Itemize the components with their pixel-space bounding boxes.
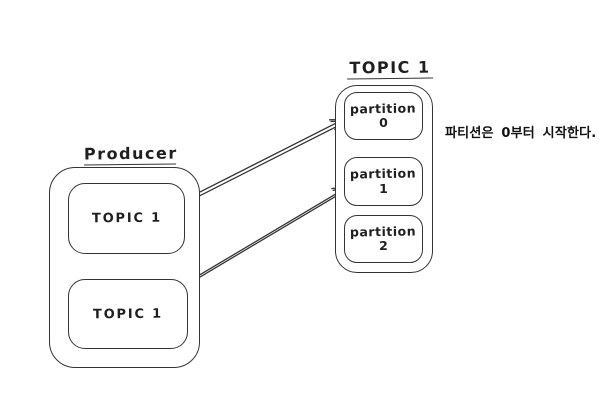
producer-topic-1-box: TOPIC 1 [68,183,185,254]
partition-0-name: partition [350,100,417,117]
partition-2-number: 2 [379,238,388,253]
partition-2-name: partition [350,223,417,240]
producer-topic-2-label: TOPIC 1 [92,306,164,322]
producer-topic-1-label: TOPIC 1 [91,210,162,227]
annotation-text: 파티션은 0부터 시작한다. [445,126,597,141]
topic-group-label: TOPIC 1 [346,57,434,80]
partition-1-name: partition [350,165,417,182]
partition-0-number: 0 [379,115,388,130]
producer-label: Producer [83,143,178,166]
partition-2-box: partition 2 [344,215,423,263]
partition-1-box: partition 1 [344,157,423,206]
partition-1-number: 1 [379,180,388,196]
partition-0-box: partition 0 [344,92,423,140]
producer-topic-2-box: TOPIC 1 [68,279,188,349]
